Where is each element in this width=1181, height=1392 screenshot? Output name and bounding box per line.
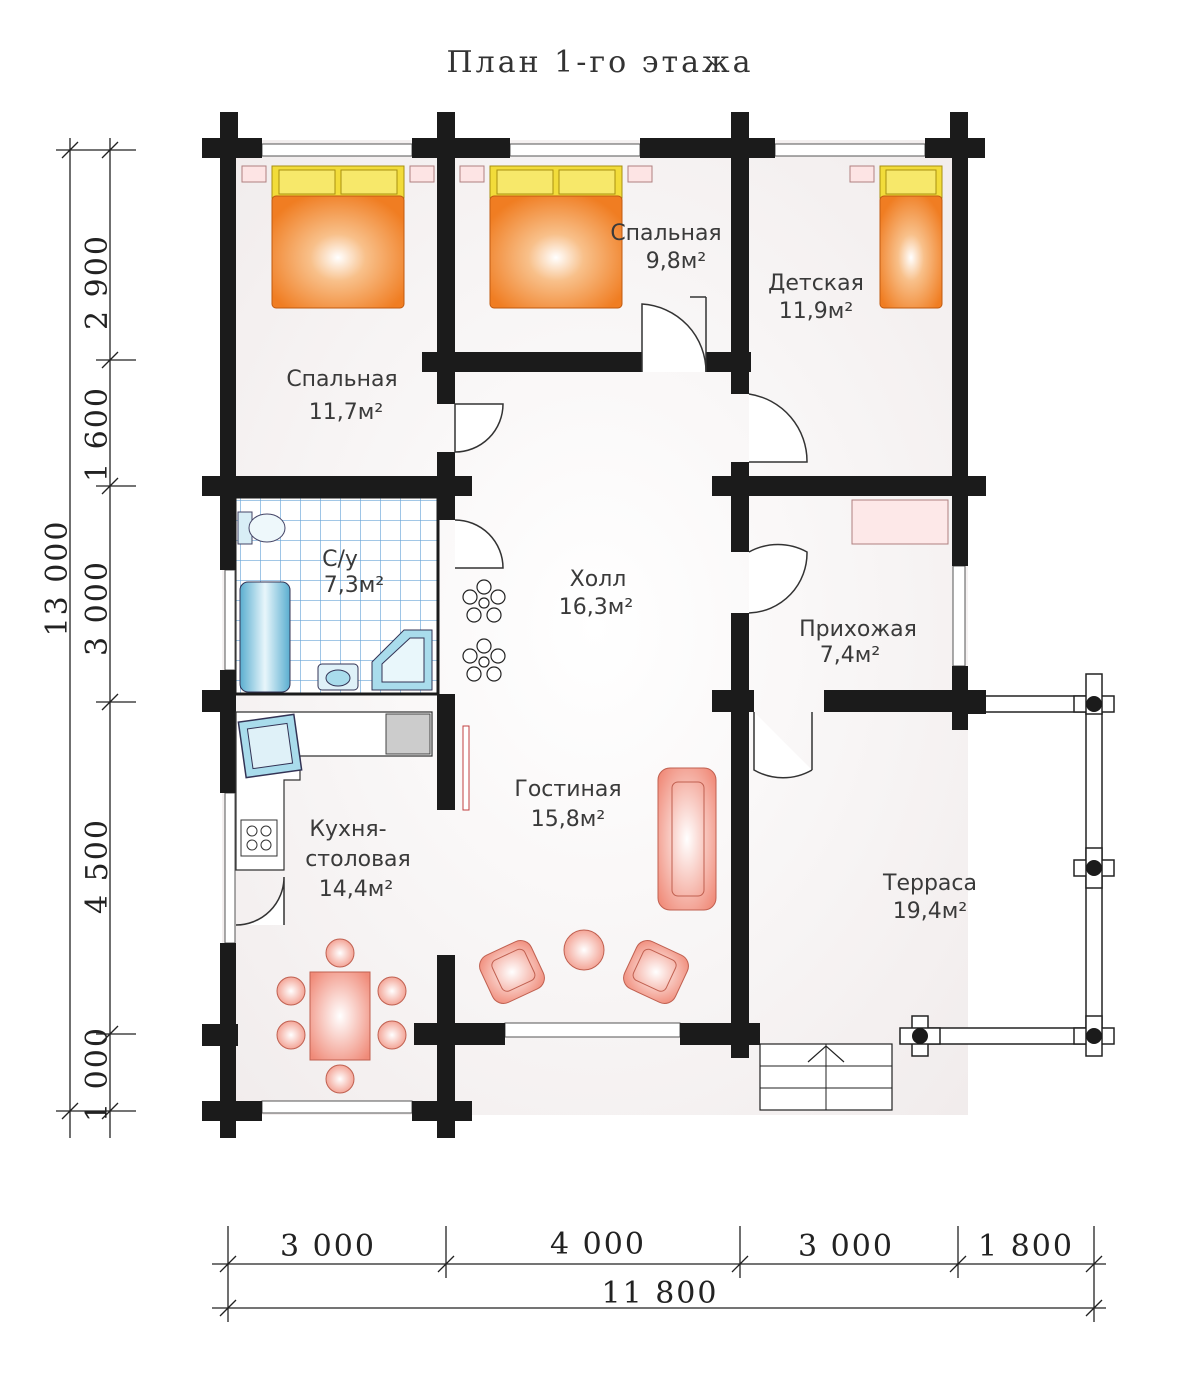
room-name-hall: Холл bbox=[570, 567, 627, 592]
room-area-living: 15,8м² bbox=[531, 807, 605, 832]
walls bbox=[202, 112, 986, 1138]
terrace-steps bbox=[759, 1043, 893, 1111]
room-area-bedroom-small: 9,8м² bbox=[646, 249, 706, 274]
room-area-bedroom-large: 11,7м² bbox=[309, 400, 383, 425]
dim-vertical-2: 1 600 bbox=[80, 386, 115, 482]
kitchen-furniture bbox=[235, 711, 433, 871]
dim-vertical-3: 3 000 bbox=[80, 560, 115, 656]
dim-horizontal-3: 3 000 bbox=[798, 1229, 894, 1264]
room-name-bathroom: С/у bbox=[322, 547, 358, 572]
room-name-terrace: Терраса bbox=[882, 871, 977, 896]
room-name-children: Детская bbox=[768, 271, 864, 296]
room-area-hall: 16,3м² bbox=[559, 595, 633, 620]
double-bed-middle bbox=[459, 165, 653, 309]
dim-vertical-4: 4 500 bbox=[80, 818, 115, 914]
dim-vertical-1: 2 900 bbox=[80, 234, 115, 330]
room-name-bedroom-large: Спальная bbox=[286, 367, 397, 392]
plant-icons bbox=[462, 579, 506, 682]
terrace-railing bbox=[899, 673, 1115, 1057]
room-name-entrance: Прихожая bbox=[799, 617, 917, 642]
room-area-entrance: 7,4м² bbox=[820, 643, 880, 668]
doors bbox=[235, 296, 813, 926]
double-bed-left bbox=[241, 165, 435, 309]
dim-horizontal-1: 3 000 bbox=[280, 1229, 376, 1264]
room-name-living: Гостиная bbox=[514, 777, 621, 802]
dim-vertical-total: 13 000 bbox=[40, 520, 75, 637]
room-area-bathroom: 7,3м² bbox=[324, 573, 384, 598]
dim-vertical-5: 1 000 bbox=[80, 1026, 115, 1122]
room-area-terrace: 19,4м² bbox=[893, 899, 967, 924]
entrance-wardrobe bbox=[851, 499, 949, 545]
living-furniture bbox=[479, 767, 717, 1004]
dim-horizontal-2: 4 000 bbox=[550, 1227, 646, 1262]
dining-set bbox=[276, 938, 407, 1094]
bathroom-fixtures bbox=[237, 511, 433, 693]
dim-horizontal-4: 1 800 bbox=[978, 1229, 1074, 1264]
room-name-bedroom-small: Спальная bbox=[610, 221, 721, 246]
room-name-kitchen-line2: столовая bbox=[305, 847, 411, 872]
room-area-kitchen: 14,4м² bbox=[319, 877, 393, 902]
vertical-dimension-lines bbox=[56, 138, 136, 1138]
horizontal-dimension-lines bbox=[212, 1226, 1106, 1322]
dim-horizontal-total: 11 800 bbox=[602, 1276, 719, 1311]
plan-title: План 1-го этажа bbox=[447, 45, 754, 80]
room-area-children: 11,9м² bbox=[779, 299, 853, 324]
room-name-kitchen-line1: Кухня- bbox=[309, 817, 386, 842]
single-bed bbox=[849, 165, 943, 309]
